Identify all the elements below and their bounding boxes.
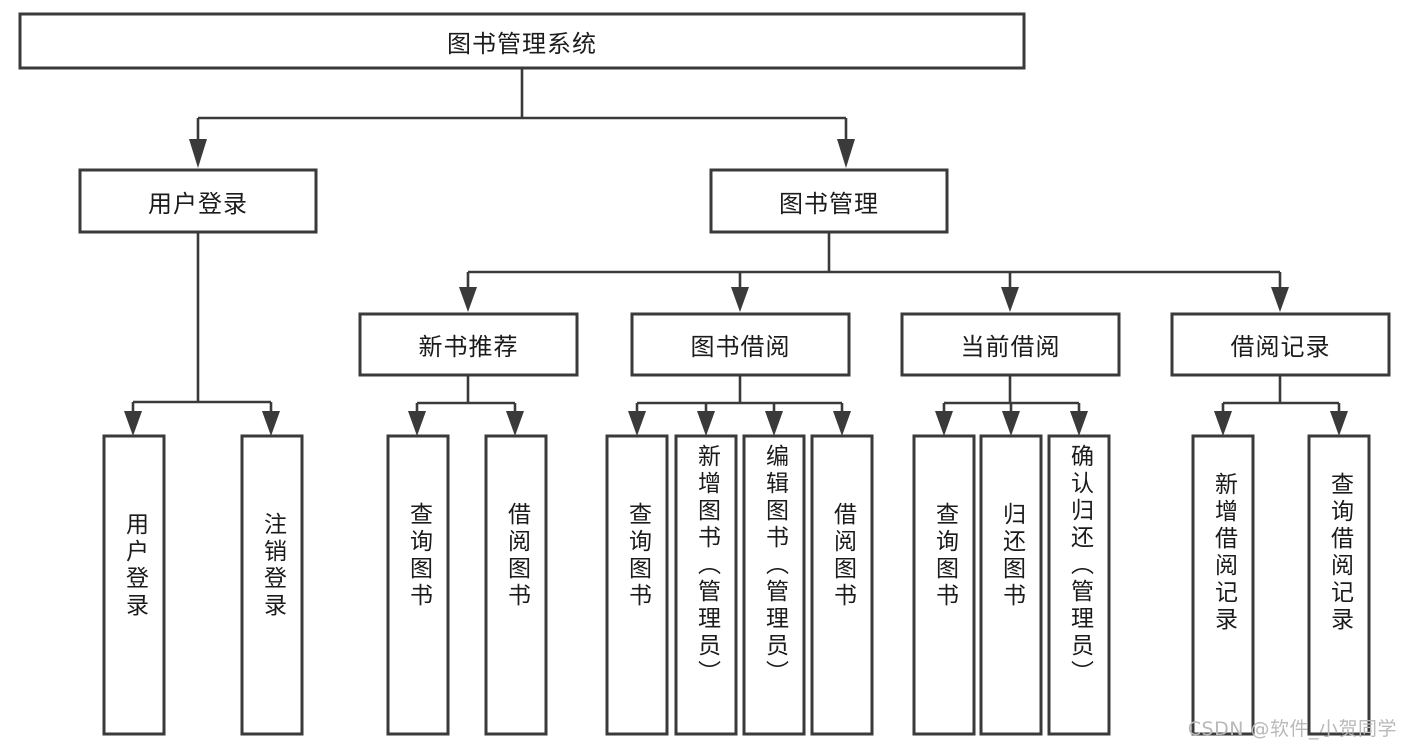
csdn-watermark: CSDN @软件_小贺同学 [1187, 718, 1397, 740]
leaf-box-query-record[interactable] [1307, 434, 1371, 736]
leaf-box-query-book-3[interactable] [912, 434, 976, 736]
node-box-book-borrow[interactable] [630, 312, 851, 377]
node-box-borrow-record[interactable] [1170, 312, 1391, 377]
arrow-to-leaf-confirm-return [1070, 411, 1088, 436]
arrow-to-leaf-query-book-2 [628, 411, 646, 436]
node-box-current-borrow[interactable] [900, 312, 1121, 377]
arrow-to-leaf-borrow-book-1 [506, 411, 524, 436]
connector-userlogin-to-leaves [124, 232, 280, 436]
leaf-box-query-book-1[interactable] [386, 434, 450, 736]
connector-bookborrow-to-leaves [628, 375, 851, 436]
leaf-box-return-book[interactable] [979, 434, 1043, 736]
connector-newbook-to-leaves [408, 375, 524, 436]
arrow-to-leaf-query-book-3 [935, 411, 953, 436]
arrow-to-leaf-borrow-book-2 [833, 411, 851, 436]
node-box-new-book-recommend[interactable] [358, 312, 579, 377]
connector-bookmanage-to-level2 [459, 232, 1289, 312]
arrow-to-leaf-return-book [1002, 411, 1020, 436]
arrow-to-leaf-query-book-1 [408, 411, 426, 436]
arrow-to-user-login [189, 139, 207, 168]
leaf-box-add-book[interactable] [674, 434, 738, 736]
leaf-box-query-book-2[interactable] [605, 434, 669, 736]
arrow-to-leaf-add-record [1214, 411, 1232, 436]
arrow-to-leaf-user-login [124, 411, 142, 436]
leaf-box-borrow-book-2[interactable] [810, 434, 874, 736]
leaf-box-confirm-return[interactable] [1047, 434, 1111, 736]
connector-root-to-level1 [189, 68, 855, 168]
node-box-root[interactable] [18, 12, 1026, 70]
arrow-to-new-book [459, 287, 477, 312]
arrow-to-leaf-add-book [697, 411, 715, 436]
leaf-box-edit-book[interactable] [742, 434, 806, 736]
arrow-to-current-borrow [1001, 287, 1019, 312]
arrow-to-borrow-record [1271, 287, 1289, 312]
leaf-box-logout[interactable] [240, 434, 304, 736]
node-box-book-manage[interactable] [709, 168, 949, 234]
connector-borrowrecord-to-leaves [1214, 375, 1348, 436]
arrow-to-book-manage [837, 139, 855, 168]
connector-currentborrow-to-leaves [935, 375, 1088, 436]
leaf-box-add-record[interactable] [1191, 434, 1255, 736]
arrow-to-leaf-query-record [1330, 411, 1348, 436]
leaf-box-user-login[interactable] [102, 434, 166, 736]
node-box-user-login[interactable] [78, 168, 318, 234]
arrow-to-leaf-edit-book [765, 411, 783, 436]
leaf-box-borrow-book-1[interactable] [484, 434, 548, 736]
arrow-to-book-borrow [731, 287, 749, 312]
arrow-to-leaf-logout [262, 411, 280, 436]
